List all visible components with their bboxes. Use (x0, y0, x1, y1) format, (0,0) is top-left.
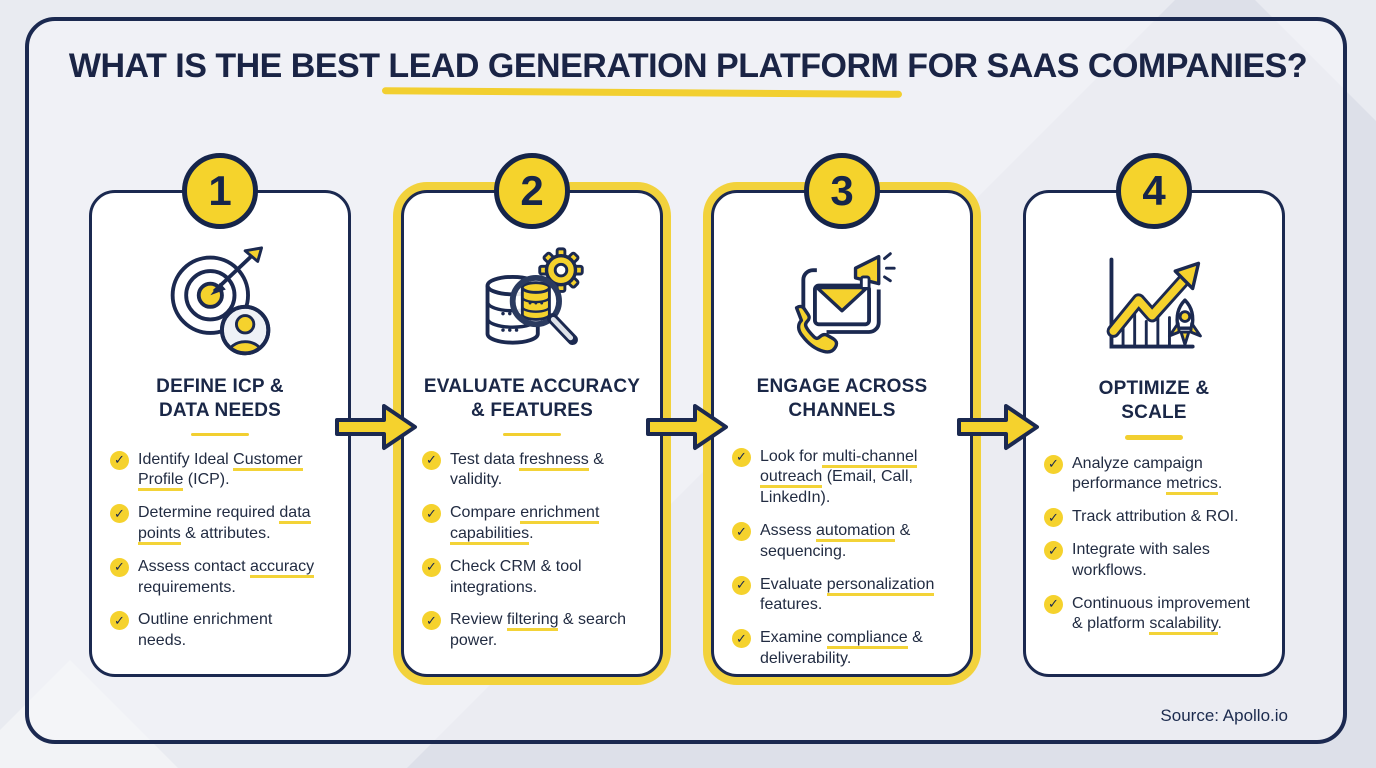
database-search-gear-icon (474, 245, 590, 361)
check-icon: ✓ (110, 504, 129, 524)
check-icon: ✓ (732, 447, 751, 467)
title-post: FOR SAAS COMPANIES? (898, 47, 1308, 85)
check-icon: ✓ (732, 522, 751, 542)
bullet-text: Integrate with sales workflows. (1072, 541, 1210, 579)
bullet-item: ✓ Look for multi-channel outreach (Email,… (732, 447, 942, 509)
check-icon: ✓ (422, 450, 441, 470)
bullet-item: ✓ Analyze campaign performance metrics. (1044, 454, 1254, 496)
bullet-text: Check CRM & tool integrations. (450, 557, 582, 596)
growth-chart-rocket-icon (1096, 245, 1212, 363)
check-icon: ✓ (110, 611, 129, 631)
bullet-list: ✓ Analyze campaign performance metrics. ✓ T… (1044, 454, 1254, 648)
bullet-text: Analyze campaign performance metrics. (1072, 454, 1254, 496)
check-icon: ✓ (1044, 454, 1063, 474)
heading-underline (191, 432, 249, 436)
bullet-item: ✓ Determine required data points & attrib… (110, 503, 320, 546)
bullet-text: Compare enrichment capabilities. (450, 503, 632, 546)
bullet-item: ✓ Track attribution & ROI. (1044, 507, 1254, 528)
page-title: WHAT IS THE BEST LEAD GENERATION PLATFOR… (0, 47, 1376, 98)
step-number-badge: 3 (804, 153, 880, 229)
step-card-optimize-scale: 4 (1023, 153, 1285, 677)
check-icon: ✓ (1044, 594, 1063, 614)
bullet-item: ✓ Assess contact accuracy requirements. (110, 557, 320, 599)
bullet-text: Examine compliance & deliverability. (760, 629, 923, 667)
bullet-item: ✓ Identify Ideal Customer Profile (ICP). (110, 450, 320, 492)
step-number-badge: 2 (494, 153, 570, 229)
bullet-text: Continuous improvement & platform scalab… (1072, 594, 1254, 636)
check-icon: ✓ (732, 575, 751, 595)
bullet-text: Test data freshness & validity. (450, 450, 604, 489)
arrow-right-icon (335, 404, 417, 450)
check-icon: ✓ (110, 557, 129, 577)
multichannel-outreach-icon (784, 245, 900, 361)
bullet-item: ✓ Check CRM & tool integrations. (422, 557, 632, 599)
title-pre: WHAT IS THE BEST (68, 47, 389, 85)
bullet-item: ✓ Test data freshness & validity. (422, 450, 632, 492)
heading-underline (503, 432, 561, 436)
bullet-item: ✓ Examine compliance & deliverability. (732, 628, 942, 670)
step-heading: DEFINE ICP & DATA NEEDS (156, 376, 284, 422)
bullet-text: Review filtering & search power. (450, 611, 627, 650)
title-highlight: LEAD GENERATION PLATFORM (388, 47, 899, 85)
check-icon: ✓ (1044, 508, 1063, 528)
source-attribution: Source: Apollo.io (1160, 706, 1288, 725)
check-icon: ✓ (110, 450, 129, 470)
check-icon: ✓ (422, 557, 441, 577)
heading-underline (1125, 434, 1183, 440)
bullet-item: ✓ Review filtering & search power. (422, 610, 632, 652)
arrow-right-icon (957, 404, 1039, 450)
step-heading: OPTIMIZE & SCALE (1098, 378, 1210, 424)
arrow-right-icon (646, 404, 728, 450)
bullet-text: Identify Ideal Customer Profile (ICP). (138, 450, 320, 492)
bullet-item: ✓ Evaluate personalization features. (732, 575, 942, 617)
bullet-list: ✓ Look for multi-channel outreach (Email,… (732, 447, 942, 682)
step-heading: ENGAGE ACROSS CHANNELS (756, 376, 928, 422)
check-icon: ✓ (732, 629, 751, 649)
bullet-item: ✓ Outline enrichment needs. (110, 610, 320, 652)
step-card-evaluate-accuracy: 2 (401, 153, 663, 677)
target-user-icon (162, 245, 278, 361)
step-card-define-icp: 1 DEFI (89, 153, 351, 677)
check-icon: ✓ (422, 504, 441, 524)
bullet-list: ✓ Test data freshness & validity. ✓ Compare… (422, 450, 632, 664)
check-icon: ✓ (1044, 541, 1063, 561)
check-icon: ✓ (422, 611, 441, 631)
bullet-text: Track attribution & ROI. (1072, 508, 1239, 526)
title-highlight-wrap: LEAD GENERATION PLATFORM (382, 47, 903, 98)
bullet-item: ✓ Compare enrichment capabilities. (422, 503, 632, 546)
bullet-text: Outline enrichment needs. (138, 611, 273, 650)
bullet-text: Assess contact accuracy requirements. (138, 557, 315, 596)
bullet-text: Evaluate personalization features. (760, 575, 935, 614)
bullet-text: Look for multi-channel outreach (Email, … (760, 447, 918, 507)
bullet-item: ✓ Continuous improvement & platform scala… (1044, 594, 1254, 636)
bullet-text: Assess automation & sequencing. (760, 522, 911, 560)
bullet-text: Determine required data points & attribu… (138, 503, 320, 546)
step-number-badge: 4 (1116, 153, 1192, 229)
step-heading: EVALUATE ACCURACY & FEATURES (423, 376, 641, 422)
bullet-list: ✓Identify Ideal Customer Profile (ICP).✓… (110, 450, 320, 664)
step-card-engage-channels: 3 ENGAGE ACROSS (711, 153, 973, 677)
bullet-item: ✓ Assess automation & sequencing. (732, 521, 942, 563)
step-number-badge: 1 (182, 153, 258, 229)
bullet-item: ✓ Integrate with sales workflows. (1044, 540, 1254, 582)
